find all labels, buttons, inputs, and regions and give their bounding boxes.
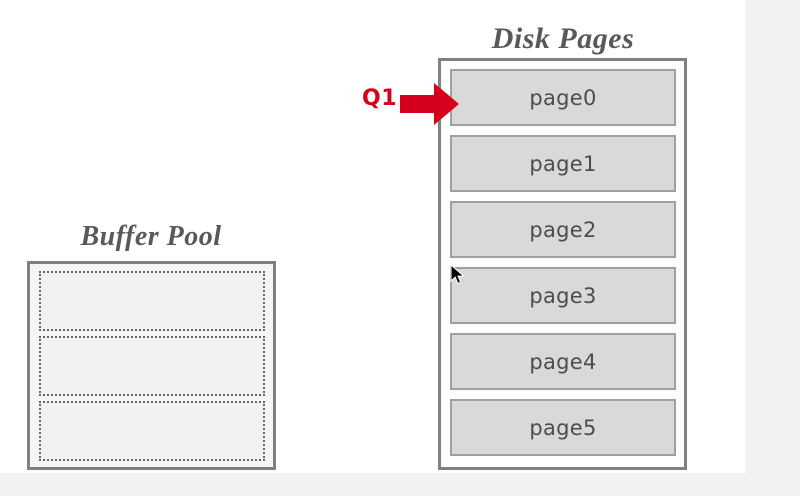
disk-pages-container: page0 page1 page2 page3 page4 page5 bbox=[438, 58, 687, 470]
query-label: Q1 bbox=[362, 86, 398, 111]
disk-page-label: page2 bbox=[529, 217, 597, 242]
disk-page-box[interactable]: page0 bbox=[450, 69, 676, 126]
disk-page-label: page3 bbox=[529, 283, 597, 308]
disk-page-label: page4 bbox=[529, 349, 597, 374]
disk-page-label: page1 bbox=[529, 151, 597, 176]
buffer-frame-slot[interactable] bbox=[39, 271, 265, 331]
disk-pages-title: Disk Pages bbox=[491, 22, 635, 55]
red-right-arrow-icon bbox=[400, 83, 459, 125]
buffer-pool-container bbox=[27, 261, 276, 470]
buffer-pool-frame-list bbox=[39, 271, 265, 461]
disk-pages-list: page0 page1 page2 page3 page4 page5 bbox=[450, 69, 676, 456]
disk-page-box[interactable]: page4 bbox=[450, 333, 676, 390]
buffer-frame-slot[interactable] bbox=[39, 401, 265, 461]
disk-page-box[interactable]: page5 bbox=[450, 399, 676, 456]
disk-page-label: page0 bbox=[529, 85, 597, 110]
disk-page-box[interactable]: page3 bbox=[450, 267, 676, 324]
buffer-pool-title: Buffer Pool bbox=[80, 221, 222, 252]
buffer-frame-slot[interactable] bbox=[39, 336, 265, 396]
disk-page-label: page5 bbox=[529, 415, 597, 440]
query-annotation: Q1 bbox=[362, 80, 462, 128]
disk-page-box[interactable]: page2 bbox=[450, 201, 676, 258]
disk-page-box[interactable]: page1 bbox=[450, 135, 676, 192]
